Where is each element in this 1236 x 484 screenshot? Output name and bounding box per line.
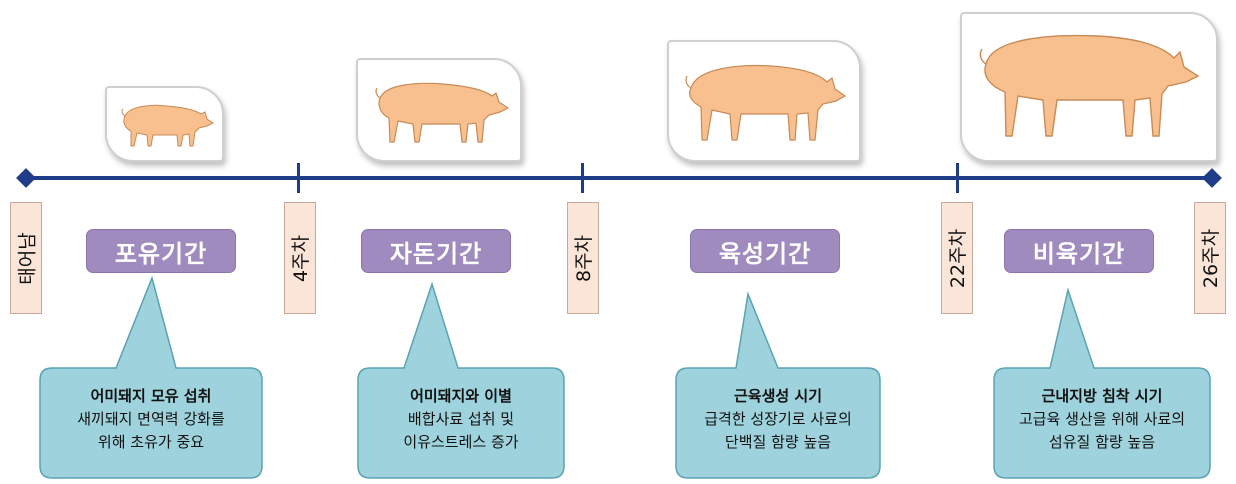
- tick-4-weeks: [297, 163, 300, 193]
- callout-text-1: 어미돼지 모유 섭취 새끼돼지 면역력 강화를 위해 초유가 중요: [40, 385, 262, 454]
- period-suckling: 포유기간: [86, 229, 236, 273]
- marker-week-26: 26주차: [1194, 202, 1226, 314]
- marker-week-4: 4주차: [284, 202, 316, 314]
- pig-card-4: [960, 12, 1218, 162]
- callout-bubble-2: [357, 281, 565, 479]
- callout-bubble-1: [39, 275, 263, 479]
- callout-3-line1: 급격한 성장기로 사료의: [704, 410, 852, 428]
- callout-text-3: 근육생성 시기 급격한 성장기로 사료의 단백질 함량 높음: [676, 385, 880, 454]
- period-weaner: 자돈기간: [361, 229, 511, 273]
- callout-bubble-4: [993, 287, 1211, 479]
- pig-image-finisher: [979, 34, 1200, 137]
- callout-2-line2: 이유스트레스 증가: [403, 433, 519, 451]
- callout-1-line2: 위해 초유가 중요: [97, 433, 205, 451]
- period-finisher: 비육기간: [1004, 229, 1154, 273]
- callout-1-line1: 새끼돼지 면역력 강화를: [77, 410, 225, 428]
- period-grower: 육성기간: [690, 229, 840, 273]
- callout-2-line1: 배합사료 섭취 및: [407, 410, 515, 428]
- callout-4-title: 근내지방 침착 시기: [1041, 387, 1163, 405]
- pig-image-weaner: [375, 82, 510, 143]
- marker-birth: 태어남: [10, 202, 42, 314]
- timeline-axis: [26, 176, 1212, 180]
- marker-week-22: 22주차: [941, 202, 973, 314]
- callout-text-2: 어미돼지와 이별 배합사료 섭취 및 이유스트레스 증가: [358, 385, 564, 454]
- piglet-image-small: [121, 104, 214, 147]
- callout-4-line2: 섬유질 함량 높음: [1048, 433, 1156, 451]
- pig-card-1: [105, 86, 224, 162]
- callout-1-title: 어미돼지 모유 섭취: [90, 387, 212, 405]
- pig-card-2: [356, 58, 522, 162]
- callout-3-title: 근육생성 시기: [733, 387, 823, 405]
- pig-card-3: [667, 40, 861, 162]
- callout-3-line2: 단백질 함량 높음: [724, 433, 832, 451]
- callout-4-line1: 고급육 생산을 위해 사료의: [1018, 410, 1186, 428]
- callout-text-4: 근내지방 침착 시기 고급육 생산을 위해 사료의 섬유질 함량 높음: [994, 385, 1210, 454]
- marker-week-8: 8주차: [567, 202, 599, 314]
- callout-bubble-3: [675, 291, 881, 479]
- callout-2-title: 어미돼지와 이별: [410, 387, 512, 405]
- tick-8-weeks: [581, 163, 584, 193]
- tick-22-weeks: [956, 163, 959, 193]
- pig-image-grower: [685, 64, 847, 141]
